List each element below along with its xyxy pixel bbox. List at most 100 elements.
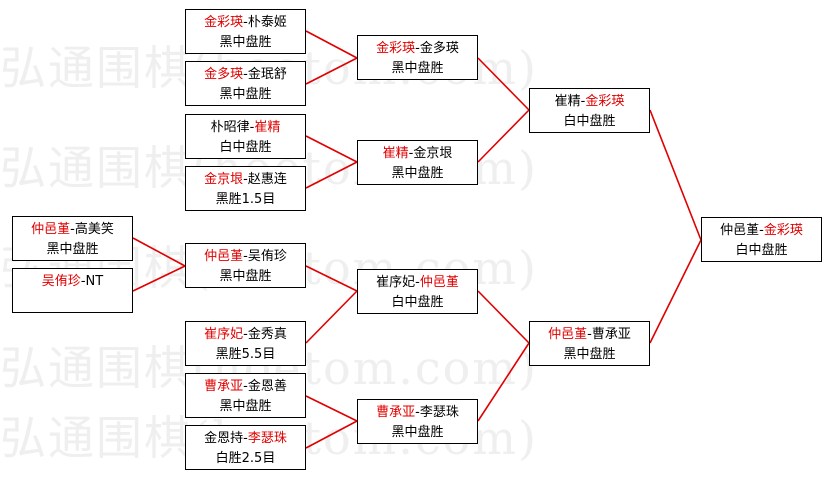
player-name: 金多瑛 [419,41,459,56]
match-result: 黑胜1.5目 [215,192,276,207]
connector-line [305,290,358,344]
match-box: 金京垠-赵惠连黑胜1.5目 [185,166,306,211]
match-players: 曹承亚-李瑟珠 [358,403,477,423]
player-name: 仲邑堇 [720,223,760,238]
player-name: 金彩瑛 [204,15,244,30]
match-result: 黑中盘胜 [219,87,272,102]
match-players: 崔精-金京垠 [358,144,477,164]
match-players: 仲邑堇-高美笑 [13,220,132,240]
match-result: 黑中盘胜 [391,425,444,440]
match-result: 白中盘胜 [563,114,616,129]
player-name: 高美笑 [74,222,114,237]
match-result: 黑中盘胜 [391,61,444,76]
player-name: 仲邑堇 [204,249,244,264]
match-result: 白胜2.5目 [215,451,276,466]
player-name: 赵惠连 [247,172,287,187]
player-name: 吴侑珍 [247,249,287,264]
match-result: 黑中盘胜 [219,35,272,50]
match-players: 朴昭律-崔精 [186,118,305,138]
player-name: 曹承亚 [204,379,244,394]
match-box: 朴昭律-崔精白中盘胜 [185,114,306,159]
match-box: 曹承亚-金恩善黑中盘胜 [185,373,306,418]
player-name: 金京垠 [413,146,453,161]
match-result: 黑胜5.5目 [215,347,276,362]
match-result: 黑中盘胜 [219,269,272,284]
player-name: 崔精 [554,94,581,109]
player-separator: - [243,67,248,82]
connector-line [305,135,358,163]
connector-line [132,265,186,292]
player-separator: - [243,172,248,187]
connector-line [132,237,186,267]
player-name: 崔精 [254,120,281,135]
connector-line [477,342,530,422]
match-result: 白中盘胜 [391,295,444,310]
player-name: 吴侑珍 [41,274,81,289]
connector-line [305,420,358,449]
player-name: 金珉舒 [247,67,287,82]
match-players: 仲邑堇-金彩瑛 [702,221,821,241]
match-result: 白中盘胜 [219,140,272,155]
connector-line [477,57,530,111]
connector-line [477,109,530,163]
player-separator: - [243,431,248,446]
player-name: 仲邑堇 [419,275,459,290]
player-name: 金彩瑛 [763,223,803,238]
match-box: 崔精-金京垠黑中盘胜 [357,140,478,185]
player-separator: - [415,41,420,56]
player-separator: - [415,405,420,420]
connector-line [305,161,358,189]
match-result: 黑中盘胜 [563,347,616,362]
match-box: 金彩瑛-朴泰姬黑中盘胜 [185,9,306,54]
match-box: 仲邑堇-曹承亚黑中盘胜 [529,321,650,366]
match-players: 金京垠-赵惠连 [186,170,305,190]
player-separator: - [249,120,255,135]
player-name: 仲邑堇 [548,327,588,342]
player-name: 崔序妃 [376,275,416,290]
match-result: 黑中盘胜 [391,166,444,181]
match-players: 金恩持-李瑟珠 [186,429,305,449]
match-result: 白中盘胜 [735,243,788,258]
player-name: 仲邑堇 [31,222,71,237]
player-separator: - [759,223,764,238]
player-separator: - [243,15,248,30]
player-name: 朴昭律 [210,120,250,135]
match-players: 崔序妃-仲邑堇 [358,273,477,293]
match-box: 崔精-金彩瑛白中盘胜 [529,88,650,133]
player-name: 金彩瑛 [585,94,625,109]
player-name: NT [85,274,104,289]
match-box: 曹承亚-李瑟珠黑中盘胜 [357,399,478,444]
connector-line [305,265,358,292]
connector-line [305,57,358,85]
player-name: 金秀真 [247,327,287,342]
player-name: 朴泰姬 [247,15,287,30]
connector-line [305,395,358,422]
match-box: 吴侑珍-NT [12,268,133,313]
player-name: 金恩善 [247,379,287,394]
player-name: 李瑟珠 [419,405,459,420]
player-name: 金彩瑛 [376,41,416,56]
match-players: 金彩瑛-朴泰姬 [186,13,305,33]
match-players: 崔精-金彩瑛 [530,92,649,112]
match-players: 仲邑堇-吴侑珍 [186,247,305,267]
match-players: 曹承亚-金恩善 [186,377,305,397]
match-players: 金彩瑛-金多瑛 [358,39,477,59]
player-name: 崔精 [382,146,409,161]
player-name: 崔序妃 [204,327,244,342]
match-box: 金彩瑛-金多瑛黑中盘胜 [357,35,478,80]
connector-line [305,30,358,59]
player-separator: - [243,327,248,342]
player-name: 金多瑛 [204,67,244,82]
player-separator: - [80,274,86,289]
player-name: 金恩持 [204,431,244,446]
match-result: 黑中盘胜 [46,242,99,257]
player-name: 曹承亚 [376,405,416,420]
player-name: 李瑟珠 [247,431,287,446]
match-box: 仲邑堇-金彩瑛白中盘胜 [701,217,822,262]
match-players: 仲邑堇-曹承亚 [530,325,649,345]
match-result: 黑中盘胜 [219,399,272,414]
player-separator: - [70,222,75,237]
match-box: 金恩持-李瑟珠白胜2.5目 [185,425,306,470]
